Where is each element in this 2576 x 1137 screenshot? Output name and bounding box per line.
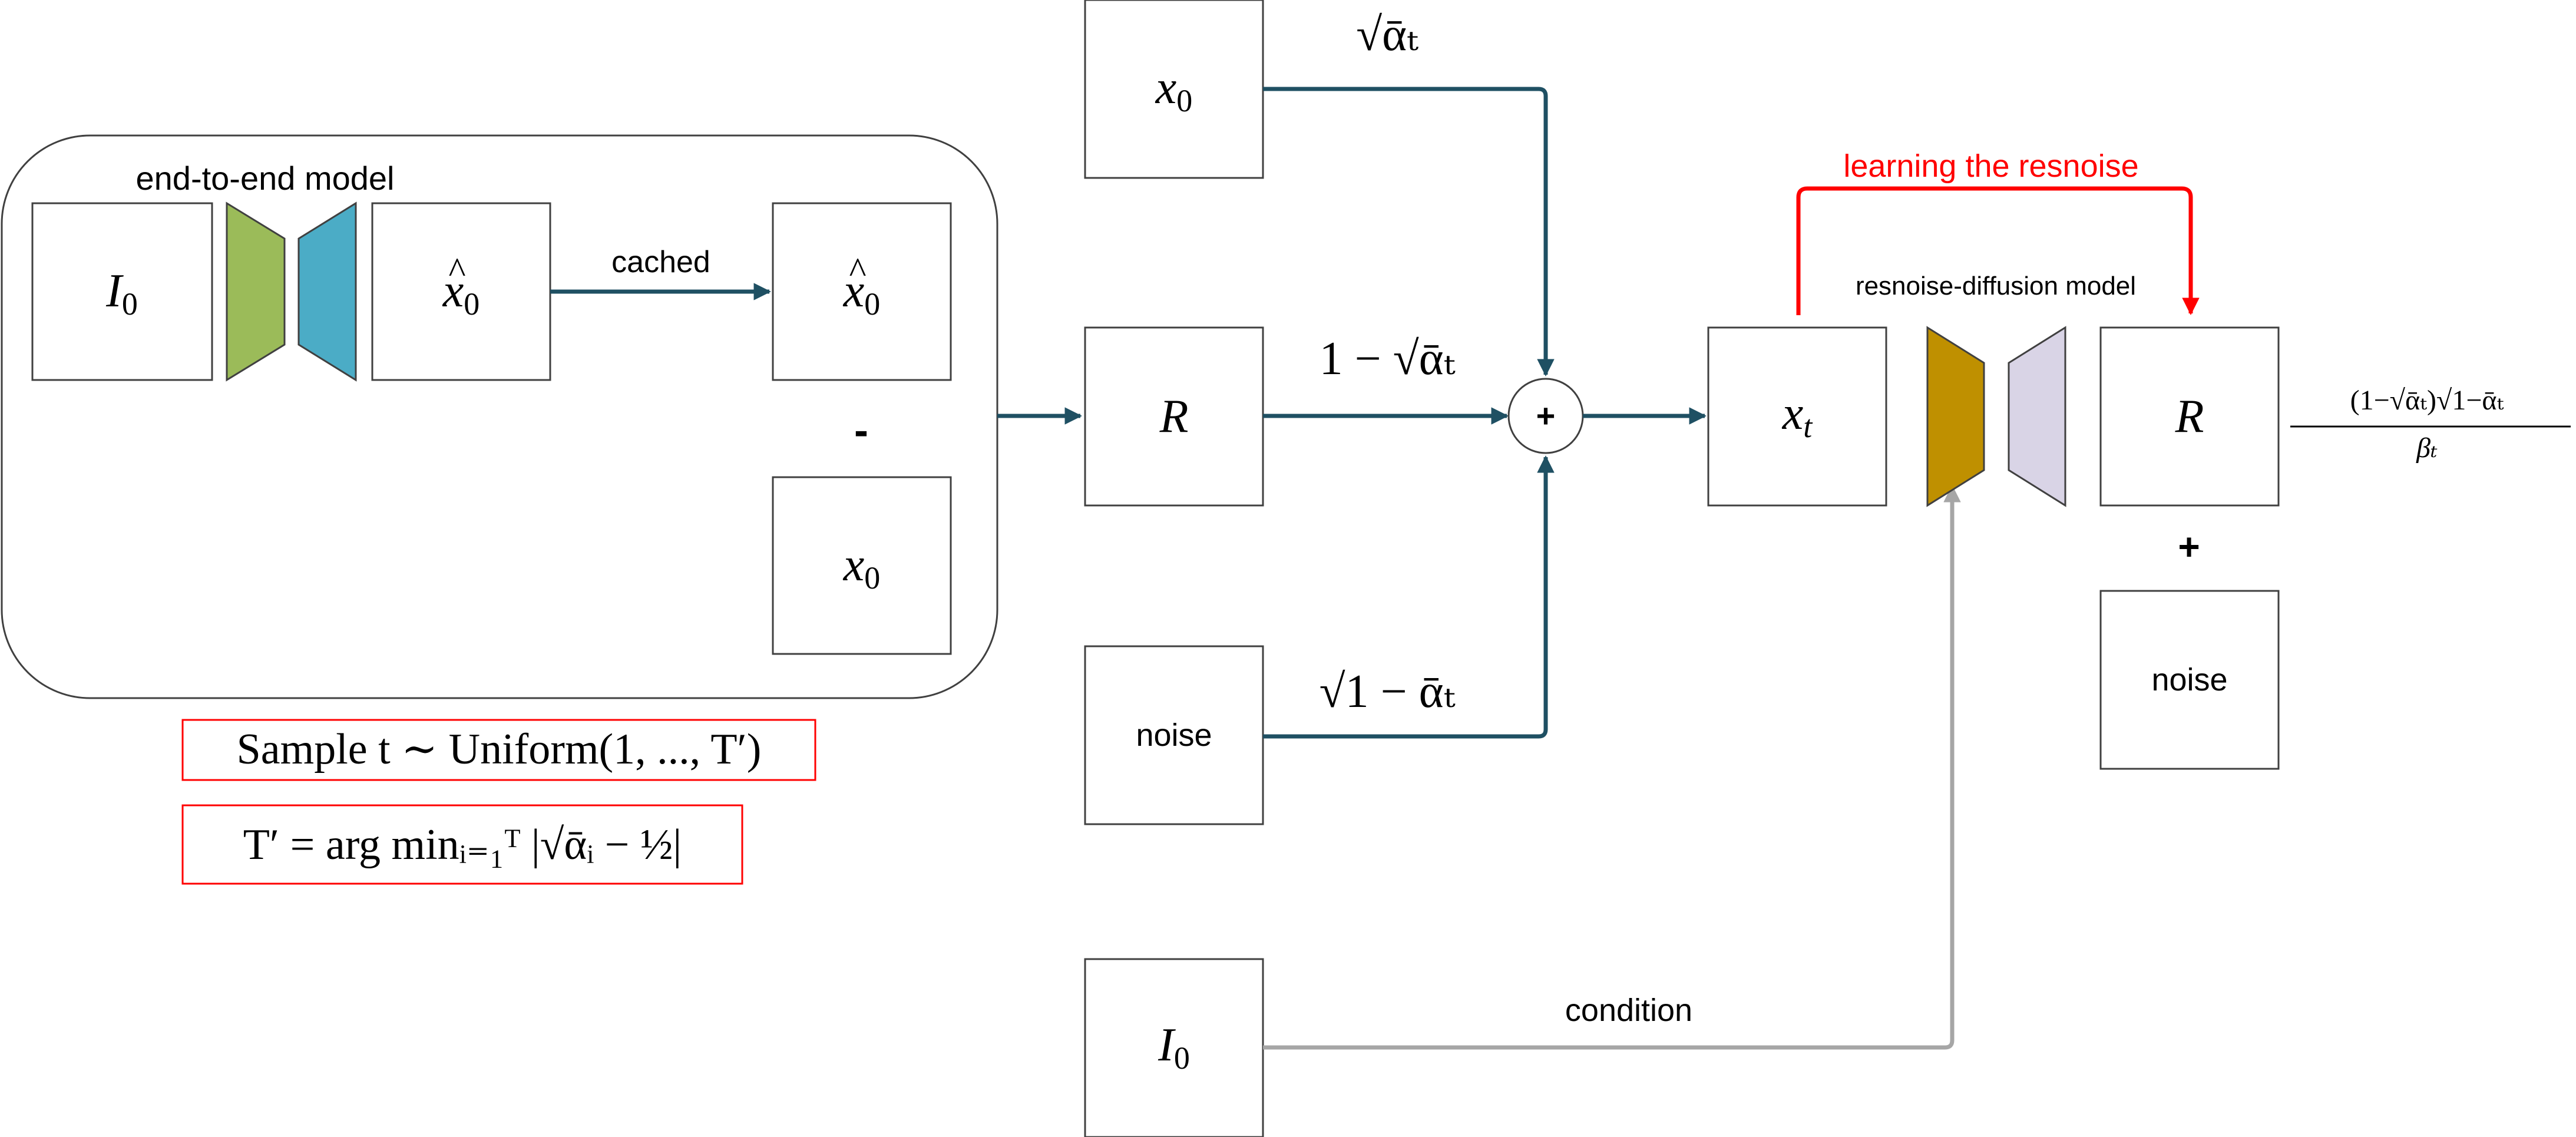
scale-factor-numerator: (1−√ᾱₜ)√1−ᾱₜ <box>2350 385 2504 416</box>
input-image-box <box>31 202 213 381</box>
noisy-sample-subscript: t <box>1803 409 1813 444</box>
clean-target-box <box>1084 0 1264 179</box>
predicted-residual-label: R <box>2175 391 2204 442</box>
condition-image-box <box>1084 958 1264 1137</box>
t-prime-formula: T′ = arg minᵢ₌₁ᵀ |√ᾱᵢ − ½| <box>243 821 682 869</box>
residual-label: R <box>1159 391 1189 442</box>
ground-truth-subscript: 0 <box>864 560 880 596</box>
prediction-hat: ^ <box>448 251 465 291</box>
learning-resnoise-arrow <box>1796 186 2200 315</box>
t-prime-formula-box <box>181 804 743 885</box>
end-to-end-encoder <box>226 201 286 382</box>
prediction-subscript: 0 <box>464 286 480 322</box>
ground-truth-symbol: x <box>843 539 865 591</box>
clean-target-label: x0 <box>1155 62 1193 118</box>
learning-resnoise-label: learning the resnoise <box>1843 148 2138 184</box>
resnoise-diffusion-model-label: resnoise-diffusion model <box>1856 272 2136 300</box>
condition-image-label: I0 <box>1158 1019 1190 1076</box>
input-image-subscript: 0 <box>122 286 138 322</box>
noisy-sample-symbol: x <box>1782 388 1804 439</box>
residual-box <box>1084 326 1264 507</box>
condition-label: condition <box>1565 993 1692 1028</box>
clean-target-symbol: x <box>1155 62 1177 114</box>
sample-formula-box <box>181 719 816 781</box>
weight-one-minus-sqrt-alpha: 1 − √ᾱₜ <box>1320 333 1456 385</box>
ground-truth-label: x0 <box>843 539 881 596</box>
noise-output-label: noise <box>2151 662 2227 698</box>
prediction-symbol: x <box>442 265 464 317</box>
ground-truth-box <box>772 476 952 655</box>
condition-image-symbol: I <box>1158 1019 1176 1071</box>
diffusion-decoder <box>2008 326 2066 507</box>
end-to-end-decoder <box>297 201 357 382</box>
condition-image-subscript: 0 <box>1174 1040 1190 1076</box>
cached-prediction-subscript: 0 <box>864 286 880 322</box>
sum-symbol: + <box>1536 397 1556 434</box>
input-image-label: I0 <box>105 265 138 322</box>
cached-prediction-box <box>772 202 952 381</box>
cached-label: cached <box>611 245 710 279</box>
scale-factor-denominator: βₜ <box>2416 432 2438 464</box>
noise-input-label: noise <box>1136 718 1212 753</box>
prediction-label: x0 <box>442 265 480 322</box>
input-image-symbol: I <box>105 265 124 317</box>
plus-sign: + <box>2178 525 2200 568</box>
noisy-sample-label: xt <box>1782 388 1814 444</box>
weight-sqrt-alpha: √ᾱₜ <box>1356 9 1418 61</box>
prediction-box <box>371 202 551 381</box>
noisy-sample-box <box>1707 326 1887 507</box>
clean-target-arrow <box>1263 87 1555 376</box>
noise-output-box <box>2099 590 2280 770</box>
diffusion-encoder <box>1926 326 1985 507</box>
noise-input-arrow <box>1263 455 1555 739</box>
sample-formula: Sample t ∼ Uniform(1, ..., T′) <box>237 725 762 774</box>
minus-sign: - <box>854 407 868 454</box>
cached-prediction-symbol: x <box>843 265 865 317</box>
end-to-end-model-label: end-to-end model <box>136 160 395 197</box>
cached-prediction-hat: ^ <box>849 251 866 291</box>
cached-prediction-label: x0 <box>843 265 881 322</box>
predicted-residual-box <box>2099 326 2280 507</box>
noise-input-box <box>1084 645 1264 825</box>
clean-target-subscript: 0 <box>1176 83 1192 118</box>
condition-arrow <box>1263 485 1961 1050</box>
weight-sqrt-one-minus-alpha: √1 − ᾱₜ <box>1320 666 1456 718</box>
